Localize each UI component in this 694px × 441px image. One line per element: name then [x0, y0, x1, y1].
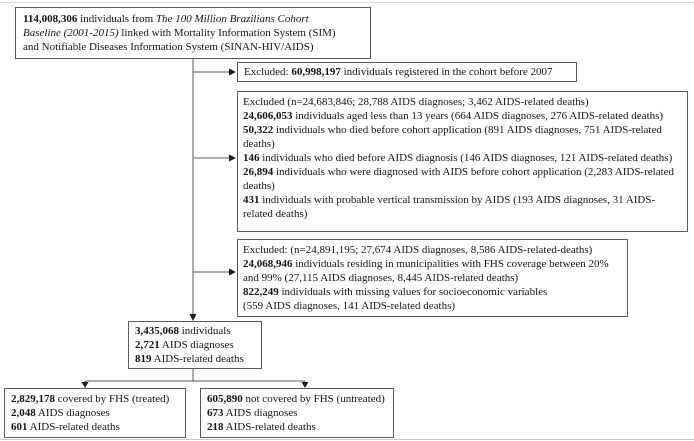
text-line: 218 AIDS-related deaths	[207, 421, 316, 433]
text-line: 114,008,306 individuals from The 100 Mil…	[23, 13, 309, 25]
text-line: 819 AIDS-related deaths	[135, 353, 244, 365]
text-line: (559 AIDS diagnoses, 141 AIDS-related de…	[243, 300, 456, 312]
arrowhead-down-treated-icon	[81, 382, 89, 388]
text-line: 2,048 AIDS diagnoses	[11, 407, 110, 419]
box-excluded-eligibility-criteria: Excluded (n=24,683,846; 28,788 AIDS diag…	[237, 91, 688, 232]
arrowhead-right-excluded-fhs-icon	[229, 268, 236, 276]
text-line: 26,894 individuals who were diagnosed wi…	[243, 166, 675, 192]
box-source-cohort: 114,008,306 individuals from The 100 Mil…	[15, 7, 371, 59]
text-line: and Notifiable Diseases Information Syst…	[23, 41, 314, 53]
text-line: 146 individuals who died before AIDS dia…	[243, 152, 673, 164]
text-line: Excluded: 60,998,197 individuals registe…	[244, 66, 553, 78]
box-covered-by-fhs: 2,829,178 covered by FHS (treated) 2,048 …	[4, 388, 186, 438]
text-line: 3,435,068 individuals	[135, 325, 231, 337]
box-eligible-population: 3,435,068 individuals 2,721 AIDS diagnose…	[128, 321, 262, 369]
text-line: 24,068,946 individuals residing in munic…	[243, 258, 609, 284]
text-line: 24,606,053 individuals aged less than 13…	[243, 110, 664, 122]
arrowhead-down-untreated-icon	[301, 382, 309, 388]
text-line: Excluded: (n=24,891,195; 27,674 AIDS dia…	[243, 244, 593, 256]
connector-split	[84, 360, 306, 383]
figure-top-rule	[0, 2, 694, 3]
box-excluded-before-2007: Excluded: 60,998,197 individuals registe…	[237, 62, 577, 82]
text-line: 431 individuals with probable vertical t…	[243, 194, 656, 220]
text-line: 601 AIDS-related deaths	[11, 421, 120, 433]
text-line: 822,249 individuals with missing values …	[243, 286, 548, 298]
arrowhead-right-excluded-2007-icon	[229, 68, 236, 76]
text-line: Excluded (n=24,683,846; 28,788 AIDS diag…	[243, 96, 589, 108]
text-line: 50,322 individuals who died before cohor…	[243, 124, 662, 150]
text-line: 605,890 not covered by FHS (untreated)	[207, 393, 385, 405]
text-line: Baseline (2001-2015) linked with Mortali…	[23, 27, 336, 39]
box-not-covered-by-fhs: 605,890 not covered by FHS (untreated) 67…	[200, 388, 394, 438]
figure-bottom-rule	[0, 439, 694, 440]
text-line: 2,829,178 covered by FHS (treated)	[11, 393, 170, 405]
text-line: 673 AIDS diagnoses	[207, 407, 298, 419]
arrowhead-down-eligible-icon	[189, 314, 197, 321]
arrowhead-right-excluded-criteria-icon	[229, 154, 236, 162]
text-line: 2,721 AIDS diagnoses	[135, 339, 234, 351]
box-excluded-fhs-coverage: Excluded: (n=24,891,195; 27,674 AIDS dia…	[237, 239, 628, 317]
